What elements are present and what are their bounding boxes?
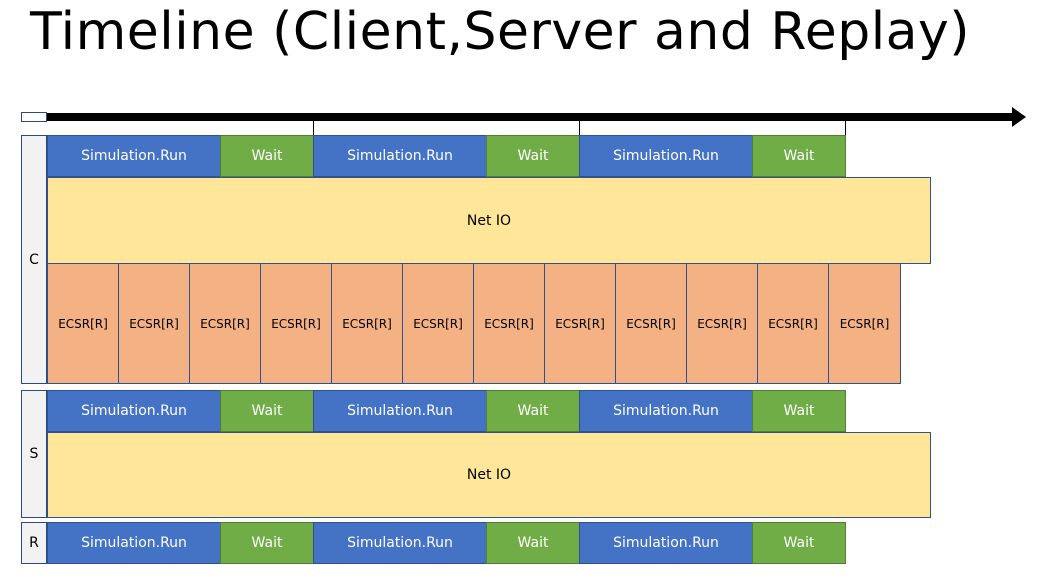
row-label-replay: R bbox=[21, 522, 47, 564]
page-title: Timeline (Client,Server and Replay) bbox=[30, 2, 971, 62]
server-simulation-run-block: Simulation.Run bbox=[47, 390, 221, 432]
server-wait-block: Wait bbox=[486, 390, 580, 432]
timeline-tick bbox=[313, 121, 314, 135]
replay-simulation-run-block: Simulation.Run bbox=[47, 522, 221, 564]
server-simulation-run-block: Simulation.Run bbox=[313, 390, 487, 432]
server-net-io-block: Net IO bbox=[47, 432, 931, 518]
ecsr-block: ECSR[R] bbox=[686, 263, 758, 384]
replay-wait-block: Wait bbox=[220, 522, 314, 564]
replay-wait-block: Wait bbox=[752, 522, 846, 564]
ecsr-block: ECSR[R] bbox=[331, 263, 403, 384]
timeline-arrowhead-icon bbox=[1012, 107, 1026, 127]
ecsr-block: ECSR[R] bbox=[828, 263, 901, 384]
ecsr-block: ECSR[R] bbox=[615, 263, 687, 384]
ecsr-block: ECSR[R] bbox=[757, 263, 829, 384]
client-net-io-block: Net IO bbox=[47, 177, 931, 264]
server-simulation-run-block: Simulation.Run bbox=[579, 390, 753, 432]
timeline-arrow bbox=[47, 113, 1013, 121]
client-simulation-run-block: Simulation.Run bbox=[47, 135, 221, 177]
ecsr-block: ECSR[R] bbox=[544, 263, 616, 384]
timeline-start-box bbox=[21, 112, 47, 122]
ecsr-block: ECSR[R] bbox=[189, 263, 261, 384]
client-wait-block: Wait bbox=[752, 135, 846, 177]
ecsr-block: ECSR[R] bbox=[402, 263, 474, 384]
server-wait-block: Wait bbox=[220, 390, 314, 432]
client-wait-block: Wait bbox=[486, 135, 580, 177]
timeline-tick bbox=[845, 121, 846, 135]
replay-simulation-run-block: Simulation.Run bbox=[313, 522, 487, 564]
client-simulation-run-block: Simulation.Run bbox=[313, 135, 487, 177]
ecsr-block: ECSR[R] bbox=[47, 263, 119, 384]
ecsr-block: ECSR[R] bbox=[260, 263, 332, 384]
server-wait-block: Wait bbox=[752, 390, 846, 432]
timeline-tick bbox=[579, 121, 580, 135]
row-label-server: S bbox=[21, 390, 47, 518]
row-label-client: C bbox=[21, 135, 47, 384]
replay-wait-block: Wait bbox=[486, 522, 580, 564]
client-wait-block: Wait bbox=[220, 135, 314, 177]
ecsr-block: ECSR[R] bbox=[118, 263, 190, 384]
ecsr-block: ECSR[R] bbox=[473, 263, 545, 384]
client-simulation-run-block: Simulation.Run bbox=[579, 135, 753, 177]
replay-simulation-run-block: Simulation.Run bbox=[579, 522, 753, 564]
